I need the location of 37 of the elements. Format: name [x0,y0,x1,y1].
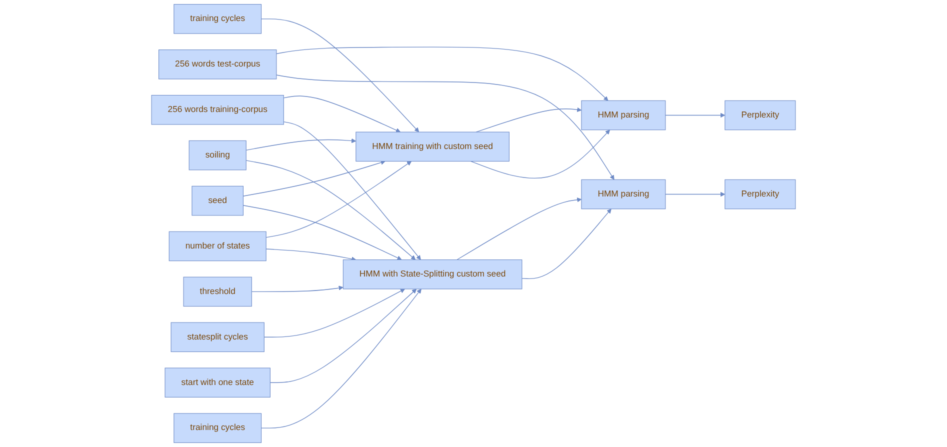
node-box: training cycles [174,413,262,443]
node-box: number of states [168,231,266,262]
arrow [242,205,402,260]
arrow [665,112,726,118]
arrow [242,160,386,196]
arrow [251,286,344,292]
arrow [260,288,422,428]
arrow [266,161,412,238]
node-box: training cycles [174,4,262,34]
node-box: 256 words test-corpus [158,50,277,80]
arrow [470,130,610,179]
arrow [522,208,612,280]
node-box: HMM parsing [581,179,666,210]
arrow [276,46,608,101]
arrow [264,288,406,338]
node-box: seed [192,186,244,216]
node-box: start with one state [164,368,270,398]
node-box: HMM parsing [581,100,666,130]
node-box: HMM with State-Splitting custom seed [342,260,522,290]
node-box: HMM training with custom seed [356,132,510,162]
node-box: threshold [183,276,252,307]
node-box: Perplexity [724,179,796,210]
node-box: soiling [188,140,246,170]
arrow [476,107,582,132]
arrow [270,288,417,383]
arrow [456,198,582,260]
node-box: 256 words training-corpus [151,94,284,125]
arrow [283,96,401,132]
arrow [665,192,726,197]
arrow [283,121,421,260]
arrow [260,18,420,132]
node-box: statesplit cycles [170,322,264,352]
node-box: Perplexity [724,100,796,130]
arrow [276,74,614,180]
arrow [266,248,356,262]
arrow [246,138,356,151]
arrow [246,160,416,260]
